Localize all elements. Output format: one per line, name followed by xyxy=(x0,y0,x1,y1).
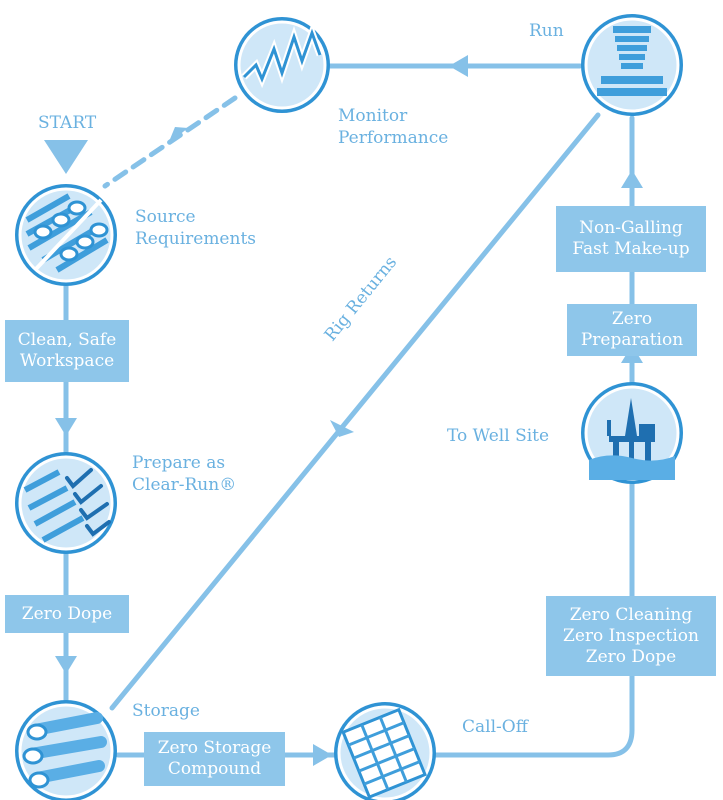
performance-graph-icon xyxy=(234,17,330,113)
zero-preparation-box: Zero Preparation xyxy=(567,304,697,356)
start-arrow-icon xyxy=(44,140,88,174)
pipes-diagonal-icon xyxy=(15,184,117,286)
monitor-performance-label: Monitor Performance xyxy=(338,106,449,148)
arrow-down-icon xyxy=(55,656,77,674)
arrow-up-icon xyxy=(621,170,643,188)
source-requirements-label: Source Requirements xyxy=(135,207,257,249)
stored-pipes-icon xyxy=(15,700,117,800)
run-label: Run xyxy=(529,21,564,41)
arrow-dashed-icon xyxy=(168,127,188,144)
zero-storage-compound-box: Zero Storage Compound xyxy=(144,732,285,786)
zero-dope-box: Zero Dope xyxy=(5,595,129,633)
offshore-rig-icon xyxy=(581,382,683,484)
storage-label: Storage xyxy=(132,701,200,721)
prepare-clear-run-label: Prepare as Clear-Run® xyxy=(132,453,237,495)
arrow-left-icon xyxy=(449,55,468,77)
connector-rig-returns xyxy=(109,112,601,711)
arrow-right-icon xyxy=(313,744,332,766)
threaded-connector-icon xyxy=(581,14,683,116)
non-galling-fast-make-up-box: Non-Galling Fast Make-up xyxy=(556,206,706,272)
to-well-site-label: To Well Site xyxy=(447,426,550,446)
form-document-icon xyxy=(334,702,436,800)
start-label: START xyxy=(38,113,97,133)
call-off-label: Call-Off xyxy=(462,717,528,737)
connector-calloff-wellsite xyxy=(425,467,635,758)
arrow-down-icon xyxy=(55,418,77,436)
zero-cleaning-inspection-dope-box: Zero Cleaning Zero Inspection Zero Dope xyxy=(546,596,716,676)
arrow-diagonal-icon xyxy=(330,420,354,437)
checklist-icon xyxy=(15,452,117,554)
clean-safe-workspace-box: Clean, Safe Workspace xyxy=(5,320,129,382)
